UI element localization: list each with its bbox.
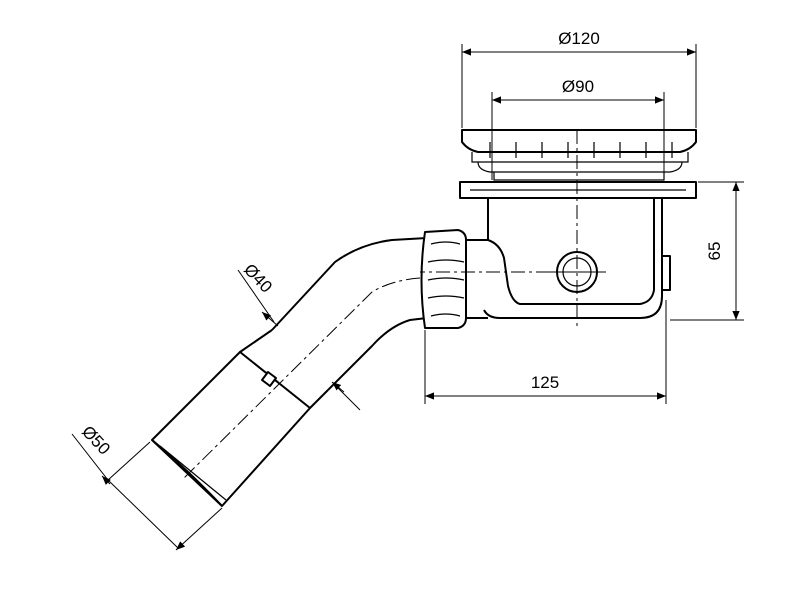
- drain-body: [459, 129, 697, 319]
- dimension-label-h65: 65: [705, 242, 724, 261]
- center-lines: [181, 130, 606, 481]
- union-nut: [420, 229, 467, 329]
- dimension-w125: 125: [424, 300, 667, 404]
- dimension-d120: Ø120: [461, 29, 697, 128]
- dimension-d40: Ø40: [237, 260, 361, 411]
- dimension-label-d50: Ø50: [78, 422, 114, 458]
- dimension-label-d40: Ø40: [240, 260, 276, 296]
- dimension-d90: Ø90: [491, 77, 665, 180]
- angled-outlet-pipe: [151, 237, 428, 507]
- dimension-label-w125: 125: [531, 373, 559, 392]
- dimension-label-d120: Ø120: [558, 29, 600, 48]
- dimension-label-d90: Ø90: [562, 77, 594, 96]
- dimension-h65: 65: [670, 181, 744, 321]
